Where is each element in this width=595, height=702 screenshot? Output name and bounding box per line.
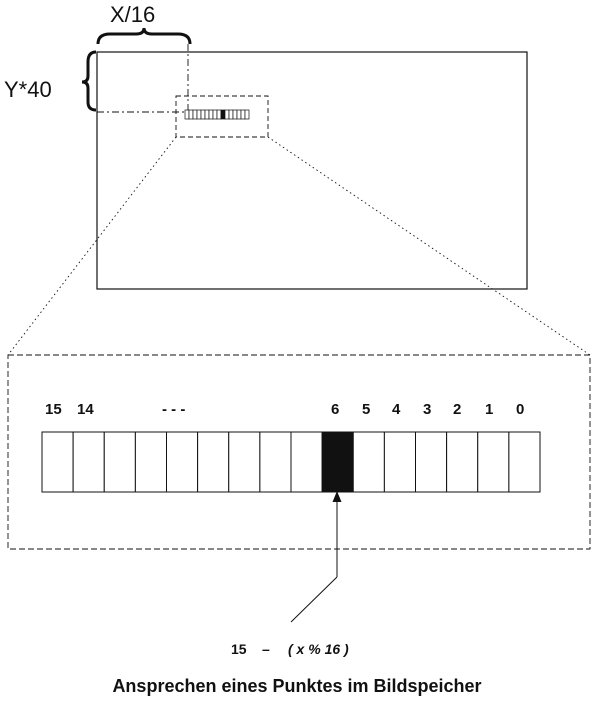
- mini-bit-cell-3: [232, 109, 238, 120]
- bit-cell-highlighted-6: [321, 431, 354, 493]
- projection-line-right: [267, 136, 591, 356]
- bit-label-6: 6: [331, 401, 339, 418]
- mini-bit-cell-7: [216, 109, 222, 120]
- bit-cell-8: [259, 431, 292, 493]
- mini-bit-cell-2: [236, 109, 242, 120]
- mini-bit-cell-0: [244, 109, 250, 120]
- mini-bit-cell-14: [188, 109, 194, 120]
- bit-cell-2: [446, 431, 479, 493]
- pointer-arrowhead: [332, 491, 342, 502]
- screen-frame: [96, 51, 528, 290]
- bit-label-0: 0: [516, 401, 524, 418]
- bit-cell-12: [134, 431, 168, 493]
- bit-label-ellipsis: - - -: [162, 401, 185, 418]
- bit-label-14: 14: [77, 401, 94, 418]
- y-label: Y*40: [4, 77, 52, 102]
- bit-cell-3: [415, 431, 448, 493]
- bit-cell-15: [41, 431, 74, 493]
- memory-word: [41, 431, 541, 493]
- y-brace: [81, 50, 97, 112]
- zoom-detail-box: [7, 354, 591, 550]
- bit-cell-5: [352, 431, 385, 493]
- bit-cell-1: [477, 431, 510, 493]
- bit-label-4: 4: [392, 401, 401, 418]
- formula-number: 15: [231, 641, 247, 657]
- bit-label-1: 1: [485, 401, 493, 418]
- bit-label-15: 15: [45, 401, 62, 418]
- mini-bit-cell-11: [200, 109, 206, 120]
- mini-bit-cell-15: [184, 109, 190, 120]
- x-label: X/16: [110, 2, 155, 27]
- caption: Ansprechen eines Punktes im Bildspeicher: [112, 676, 481, 696]
- mini-bit-cell-13: [192, 109, 198, 120]
- formula-minus: –: [262, 641, 270, 657]
- bit-label-3: 3: [423, 401, 431, 418]
- bit-cell-10: [197, 431, 230, 493]
- x-brace: [96, 27, 192, 45]
- bit-cell-7: [290, 431, 323, 493]
- mini-bit-cell-10: [204, 109, 210, 120]
- bit-label-5: 5: [362, 401, 370, 418]
- mini-bit-cell-1: [240, 109, 246, 120]
- mini-bit-cell-highlighted-6: [220, 109, 226, 120]
- bit-cell-9: [228, 431, 261, 493]
- mini-bit-cell-4: [228, 109, 234, 120]
- bit-cell-11: [166, 431, 199, 493]
- mini-bit-cell-9: [208, 109, 214, 120]
- projection-line-left: [7, 136, 177, 356]
- mini-bit-cell-12: [196, 109, 202, 120]
- zoom-source-box: [175, 95, 269, 138]
- mini-bit-cell-5: [224, 109, 230, 120]
- mini-word: [184, 109, 250, 120]
- bit-cell-13: [103, 431, 136, 493]
- bit-label-2: 2: [453, 401, 461, 418]
- bit-cell-4: [383, 431, 417, 493]
- mini-bit-cell-8: [212, 109, 218, 120]
- pointer-line: [290, 576, 338, 623]
- formula-expression: ( x % 16 ): [288, 641, 349, 657]
- bit-cell-14: [72, 431, 105, 493]
- bit-cell-0: [508, 431, 541, 493]
